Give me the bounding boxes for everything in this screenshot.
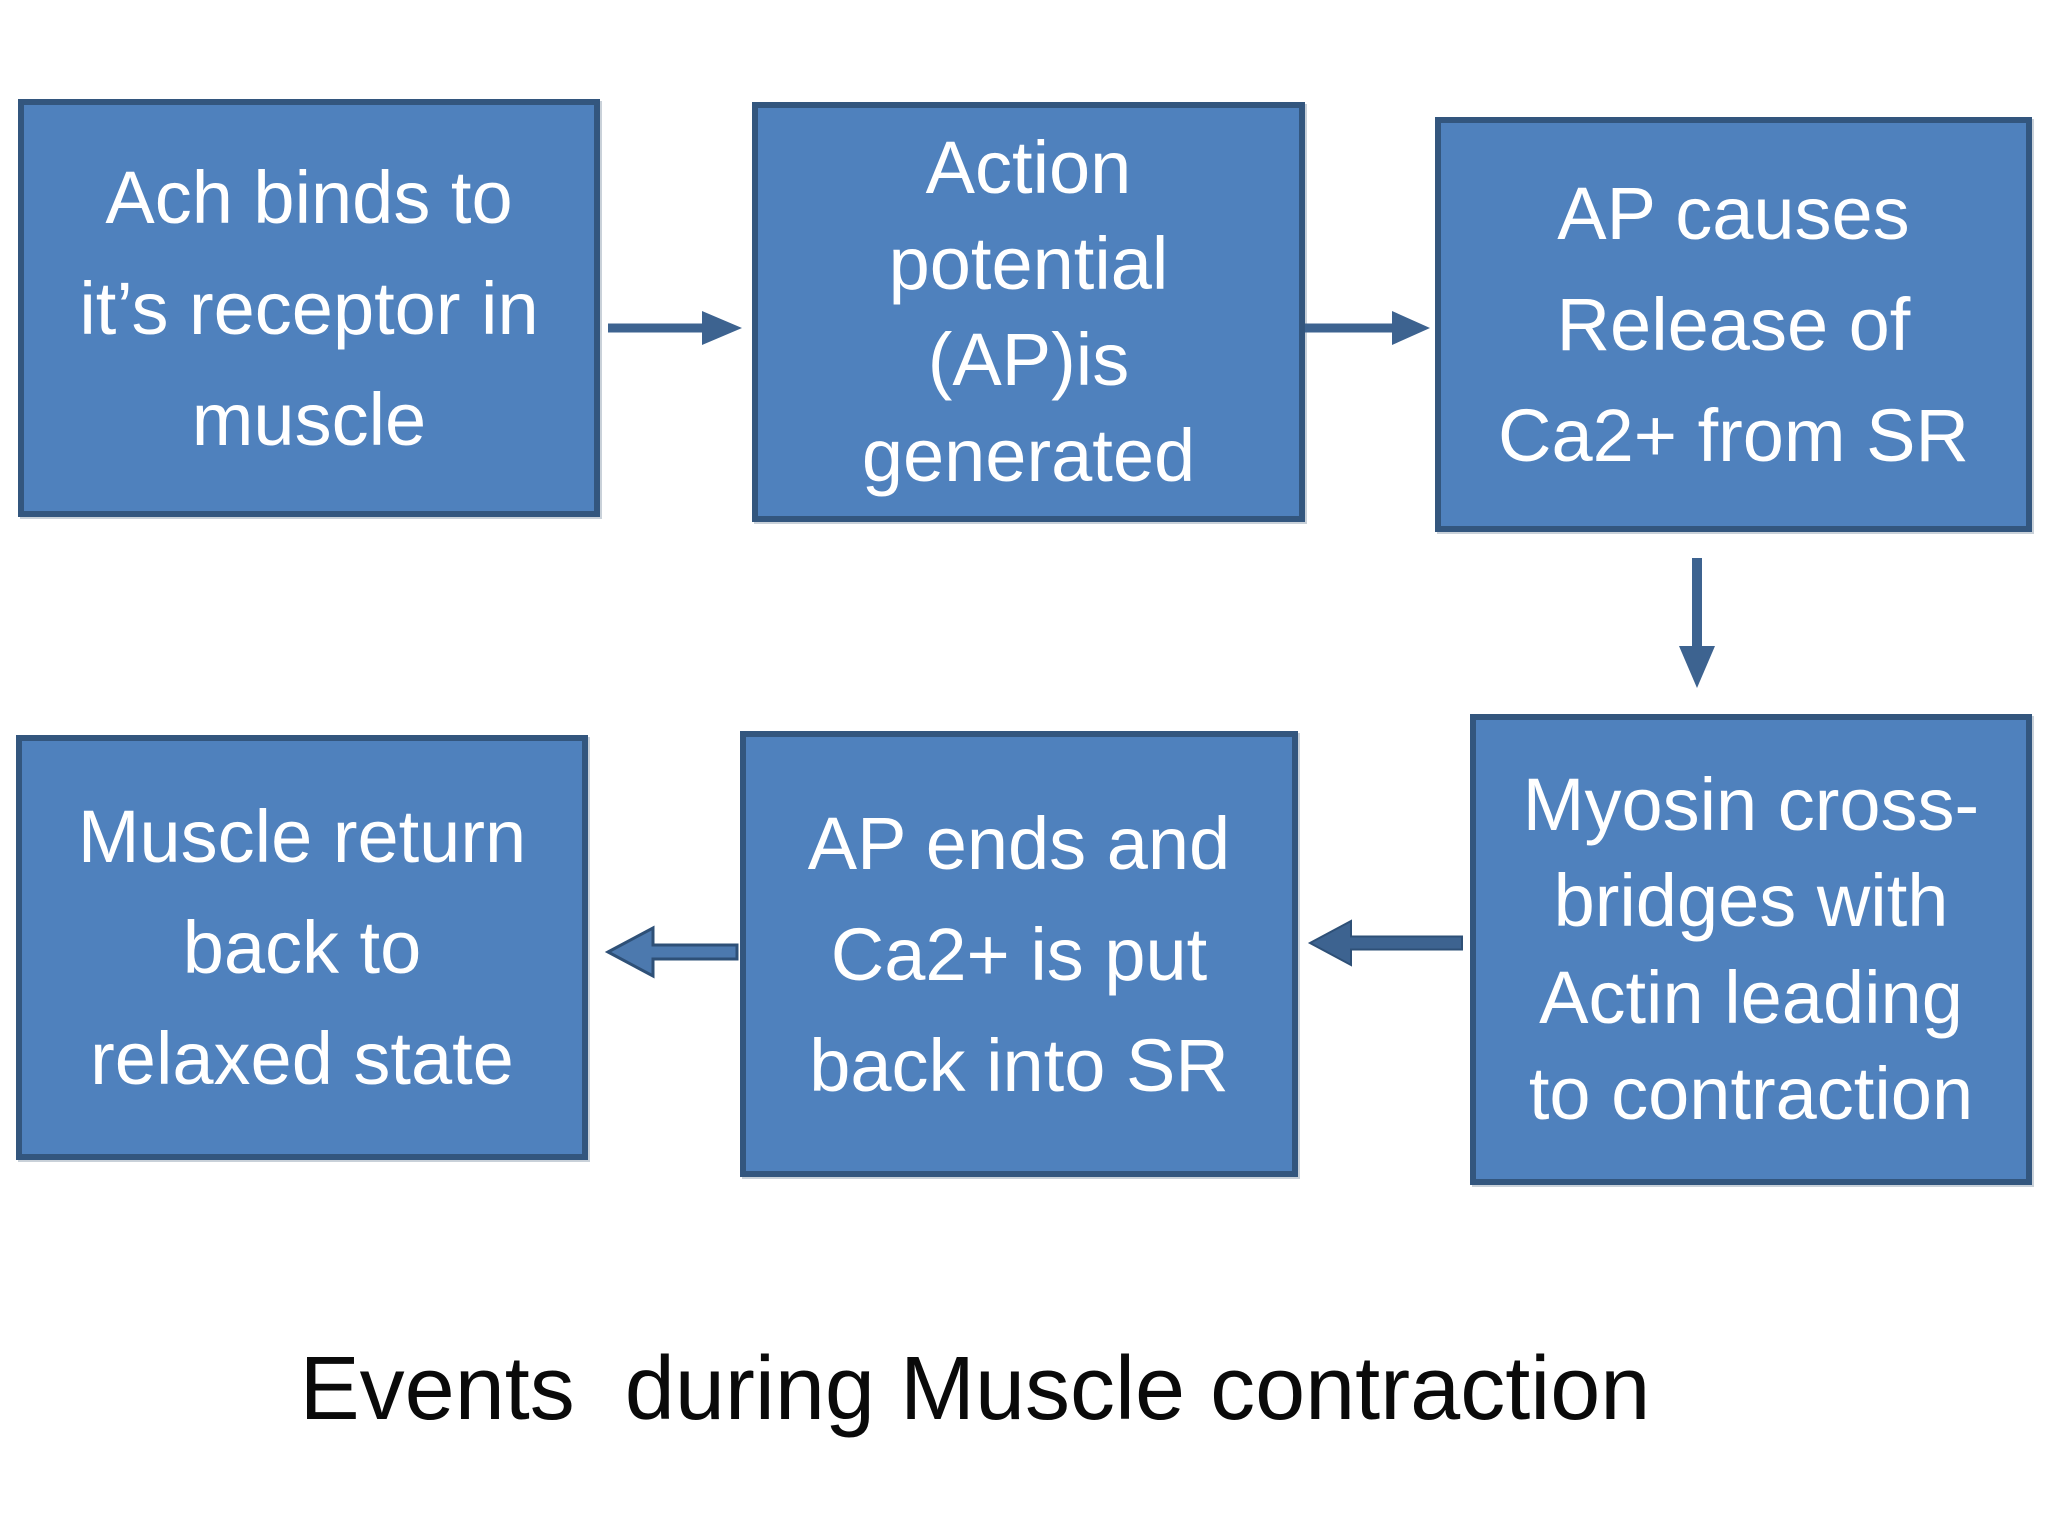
diagram-caption: Events during Muscle contraction xyxy=(299,1339,1651,1439)
flow-box-label: Ach binds to it’s receptor in muscle xyxy=(79,155,539,461)
flow-box-label: Action potential (AP)is generated xyxy=(861,125,1196,498)
flow-box-muscle-relaxed: Muscle return back to relaxed state xyxy=(16,735,588,1160)
flow-box-label: Muscle return back to relaxed state xyxy=(77,795,527,1100)
flow-box-label: AP ends and Ca2+ is put back into SR xyxy=(807,801,1231,1107)
flow-box-label: Myosin cross- bridges with Actin leading… xyxy=(1522,763,1980,1135)
flow-box-ca-release: AP causes Release of Ca2+ from SR xyxy=(1435,117,2032,532)
arrow-ap-to-ca-release xyxy=(1305,311,1430,345)
flow-box-action-potential: Action potential (AP)is generated xyxy=(752,102,1305,522)
arrow-ach-to-ap xyxy=(608,311,742,345)
arrow-myosin-to-ap-ends xyxy=(1307,919,1463,967)
flow-box-label: AP causes Release of Ca2+ from SR xyxy=(1498,172,1969,477)
flow-box-myosin-crossbridge: Myosin cross- bridges with Actin leading… xyxy=(1470,714,2032,1185)
arrow-ap-ends-to-relaxed xyxy=(604,925,739,979)
arrow-ca-release-to-myosin xyxy=(1679,558,1715,688)
flow-box-ach-binding: Ach binds to it’s receptor in muscle xyxy=(18,99,600,517)
flow-box-ca-reuptake: AP ends and Ca2+ is put back into SR xyxy=(740,731,1298,1177)
